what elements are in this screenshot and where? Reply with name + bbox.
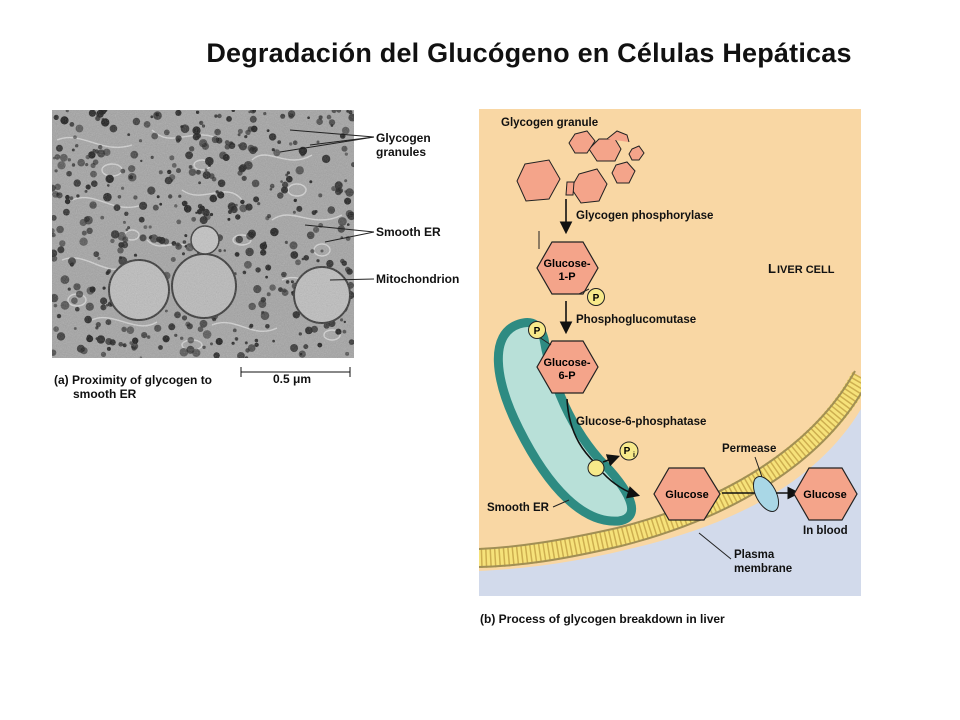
mitochondrion-label: Mitochondrion [376,272,460,286]
liver-cell-label-initial: L [768,261,776,276]
liver-cell-label-rest: IVER CELL [777,264,835,276]
panel-a-caption: (a) Proximity of glycogen to smooth ER [54,373,213,401]
glycogen-granules-label: Glycogen granules [376,131,431,159]
glucose-in-blood: Glucose [793,467,858,521]
plasma-membrane-label-line1: Plasma [734,549,775,561]
svg-text:1-P: 1-P [558,271,575,283]
electron-micrograph [52,110,354,358]
blood-region [479,409,861,596]
glycogen-breakdown-diagram: Glycogen granule Glycogen phosphorylase … [479,109,861,596]
glycogen-granule [516,130,645,204]
svg-text:Glucose: Glucose [803,489,846,501]
glucose-6-phosphatase-enzyme [587,459,605,477]
plasma-membrane-label-line2: membrane [734,563,792,575]
inorganic-phosphate [619,441,639,461]
glucose-6-phosphate: P Glucose- 6-P [528,321,599,394]
svg-text:6-P: 6-P [558,370,575,382]
permease-transporter [752,476,780,512]
panel-a-pointers [279,129,375,281]
svg-text:i: i [633,452,635,459]
svg-text:Glucose-: Glucose- [543,357,590,369]
scale-bar [240,367,351,377]
glucose-1-phosphate: Glucose- 1-P P [536,231,605,306]
svg-text:P: P [593,293,600,304]
phosphoglucomutase-label: Phosphoglucomutase [576,314,696,326]
glycogen-phosphorylase-label: Glycogen phosphorylase [576,210,713,222]
glycogen-granule-label: Glycogen granule [501,117,598,129]
smooth-er-label-a: Smooth ER [376,225,441,239]
scale-bar-label: 0.5 μm [273,372,312,386]
permease-label: Permease [722,443,776,455]
svg-text:P: P [534,326,541,337]
svg-text:Glucose-: Glucose- [543,258,590,270]
plasma-membrane [479,370,861,568]
panel-b-caption: (b) Process of glycogen breakdown in liv… [480,612,725,626]
glucose-in-cell: Glucose [653,467,721,521]
smooth-er-label-b: Smooth ER [487,502,550,514]
svg-text:P: P [624,446,631,457]
svg-text:Glucose: Glucose [665,489,708,501]
in-blood-label: In blood [803,525,848,537]
page-title: Degradación del Glucógeno en Células Hep… [206,38,852,68]
glucose-6-phosphatase-label: Glucose-6-phosphatase [576,416,706,428]
